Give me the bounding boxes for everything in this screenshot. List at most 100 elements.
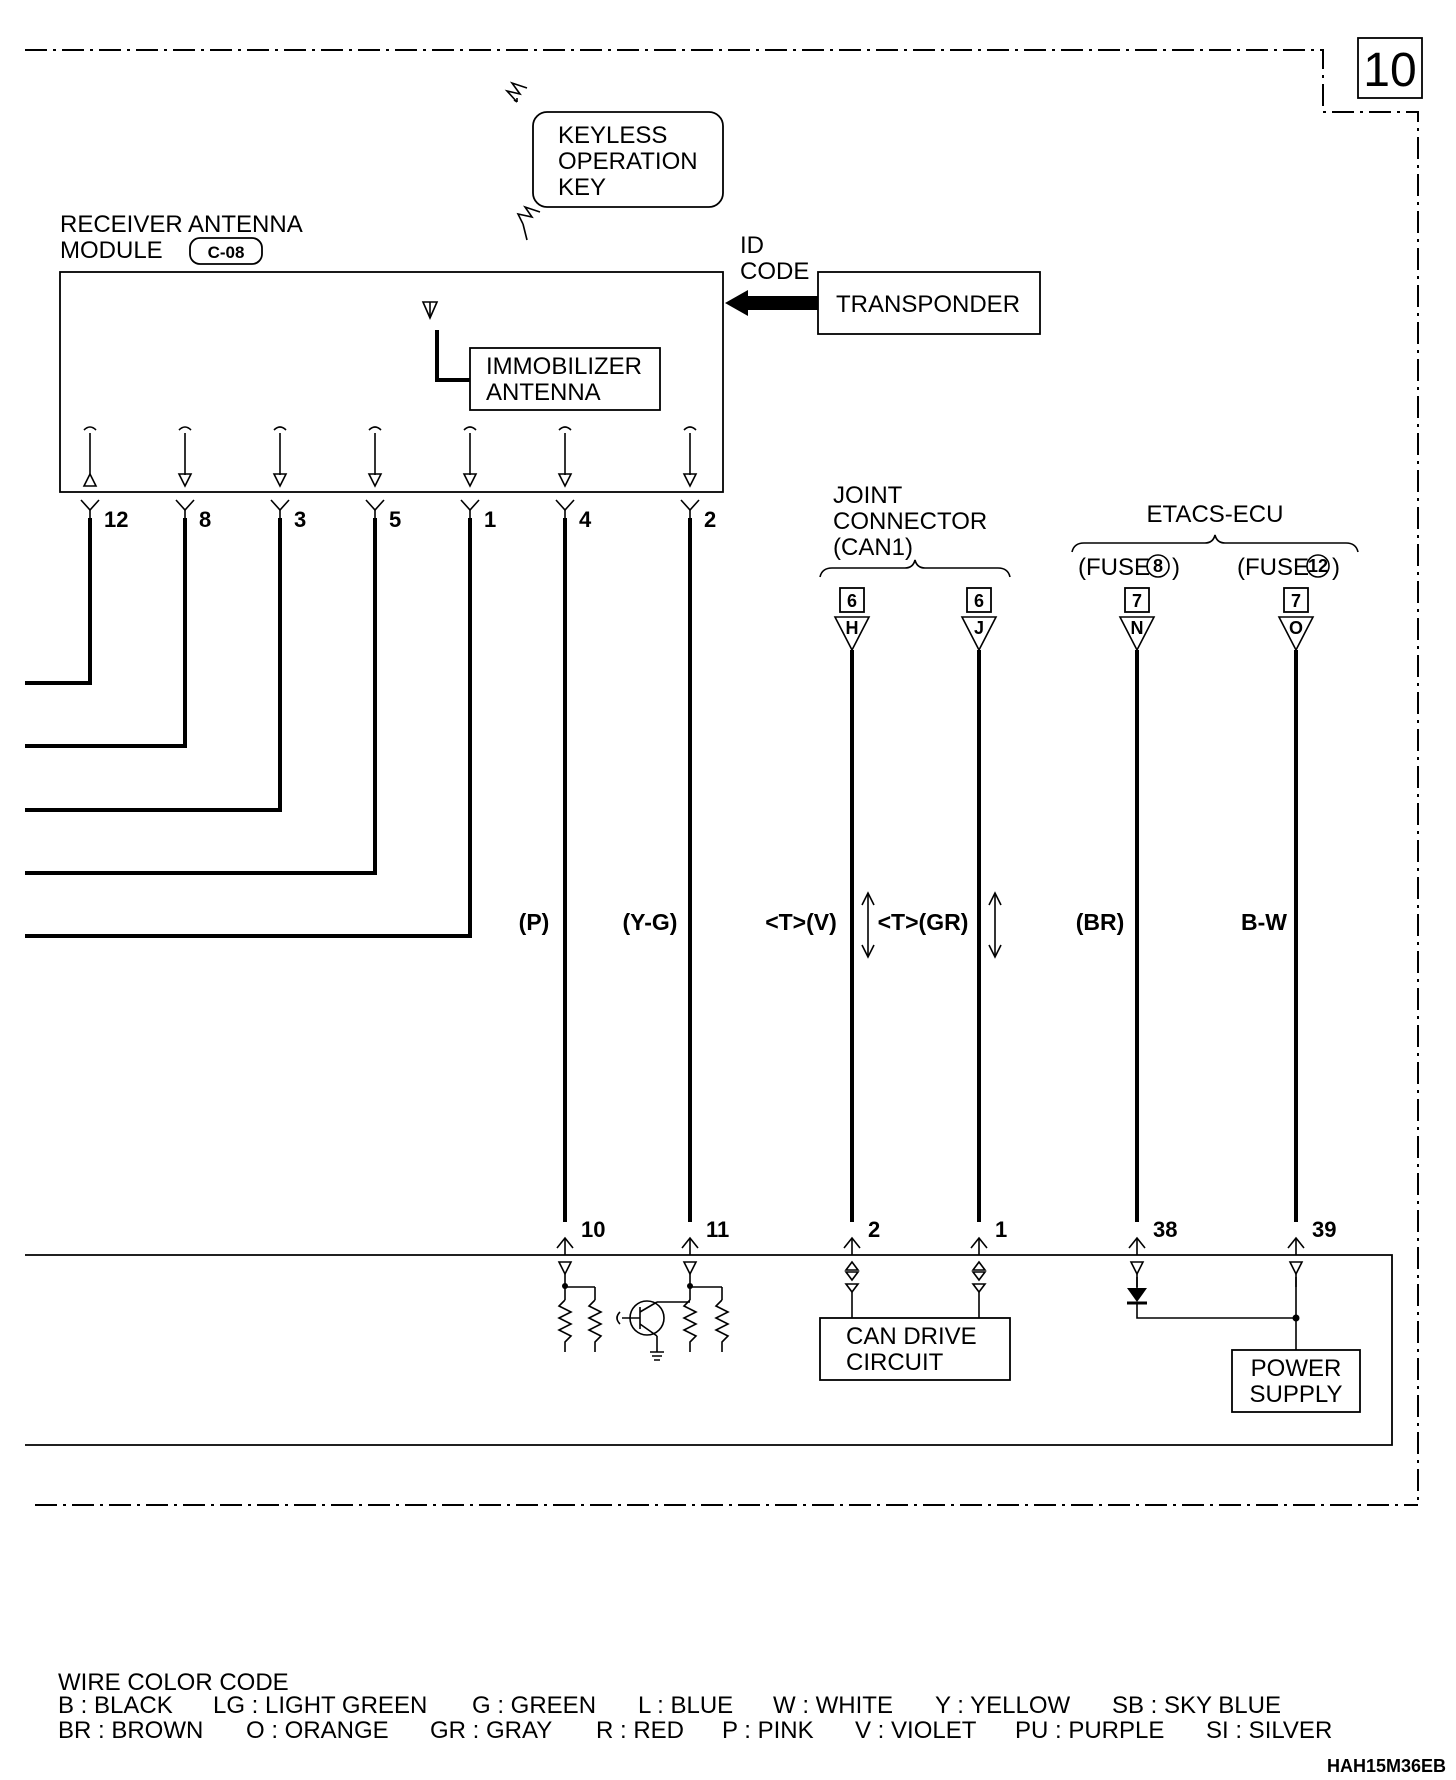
- resistor-icon: [587, 1299, 603, 1352]
- power-supply-line2: SUPPLY: [1250, 1381, 1343, 1408]
- pin-badge-number: 7: [1132, 591, 1142, 611]
- id-code-arrow: [725, 290, 818, 316]
- legend-entry: P : PINK: [722, 1717, 814, 1744]
- legend-entry: B : BLACK: [58, 1692, 173, 1719]
- ecu-pin: 2: [843, 1217, 880, 1300]
- keyless-key-box: [532, 111, 724, 208]
- receiver-terminal: 3: [270, 426, 306, 532]
- legend-entry: PU : PURPLE: [1015, 1717, 1164, 1744]
- keyless-key-line3: KEY: [558, 174, 606, 201]
- pin-badge-triangle: [1118, 616, 1156, 652]
- pin-badge-box: [966, 587, 992, 613]
- connector-badge: [189, 237, 263, 265]
- etacs-label: ETACS-ECU: [1147, 501, 1284, 528]
- pin-badge-joint-j: 6 J: [960, 587, 998, 652]
- wire-color-t-gr: <T>(GR): [878, 909, 969, 935]
- transponder-box: [817, 271, 1041, 335]
- receiver-pin-number: 8: [199, 507, 211, 532]
- joint-connector-line2: CONNECTOR: [833, 508, 987, 535]
- ecu-pin-number: 10: [581, 1217, 605, 1242]
- legend-entry: BR : BROWN: [58, 1717, 203, 1744]
- ecu-box: [25, 1254, 1393, 1446]
- receiver-terminal: 4: [555, 426, 592, 532]
- receiver-module-line1: RECEIVER ANTENNA: [60, 211, 303, 238]
- immobilizer-box: [469, 347, 661, 411]
- immobilizer-line2: ANTENNA: [486, 379, 601, 406]
- pin-badge-letter: H: [846, 618, 859, 638]
- fuse-number-1: 8: [1153, 556, 1163, 576]
- fuse-prefix-1: (FUSE: [1078, 554, 1150, 581]
- etacs-brace: [1071, 534, 1359, 553]
- fuse-circle-2: [1306, 554, 1330, 578]
- legend-entry: G : GREEN: [472, 1692, 596, 1719]
- wire-color-br: (BR): [1076, 909, 1125, 935]
- pin-badge-number: 6: [974, 591, 984, 611]
- immobilizer-line1: IMMOBILIZER: [486, 353, 642, 380]
- can-drive-line1: CAN DRIVE: [846, 1323, 977, 1350]
- transponder-label: TRANSPONDER: [836, 291, 1020, 318]
- receiver-terminal: 8: [175, 426, 211, 532]
- bidirectional-arrow-icon: [861, 891, 875, 959]
- antenna-icon: [421, 301, 470, 382]
- receiver-terminal: 12: [80, 426, 128, 532]
- wire-color-t-v: <T>(V): [765, 909, 837, 935]
- ecu-pin-number: 38: [1153, 1217, 1177, 1242]
- receiver-pin-number: 3: [294, 507, 306, 532]
- pin-badge-etacs-n: 7 N: [1118, 587, 1156, 652]
- vertical-wires: [563, 518, 1298, 1222]
- wire-color-y-g: (Y-G): [623, 909, 678, 935]
- legend-entry: R : RED: [596, 1717, 684, 1744]
- fuse-prefix-2: (FUSE: [1237, 554, 1309, 581]
- legend-row-2: BR : BROWN O : ORANGE GR : GRAY R : RED P : …: [58, 1717, 1332, 1744]
- pin-badge-joint-h: 6 H: [833, 587, 871, 652]
- pin-badge-letter: N: [1131, 618, 1144, 638]
- keyless-key-line2: OPERATION: [558, 148, 698, 175]
- wire-color-p: (P): [519, 909, 550, 935]
- receiver-pin-number: 5: [389, 507, 401, 532]
- id-code-line2: CODE: [740, 258, 809, 285]
- joint-connector-line3: (CAN1): [833, 534, 913, 561]
- keyless-key-line1: KEYLESS: [558, 122, 667, 149]
- wireless-signal-icon: [504, 81, 541, 241]
- legend-entry: Y : YELLOW: [935, 1692, 1071, 1719]
- resistor-icon: [714, 1299, 730, 1352]
- receiver-terminal: 5: [365, 426, 401, 532]
- pin-badge-etacs-o: 7 O: [1277, 587, 1315, 652]
- can-drive-line2: CIRCUIT: [846, 1349, 944, 1376]
- pin-badge-number: 6: [847, 591, 857, 611]
- pin-badge-letter: O: [1289, 618, 1303, 638]
- receiver-pin-number: 12: [104, 507, 128, 532]
- can-drive-box: [819, 1317, 1011, 1381]
- pin-badge-letter: J: [974, 618, 984, 638]
- ground-icon: [650, 1351, 664, 1361]
- page-number: 10: [1363, 44, 1416, 97]
- legend-entry: LG : LIGHT GREEN: [213, 1692, 427, 1719]
- legend-title: WIRE COLOR CODE: [58, 1669, 289, 1696]
- joint-connector-line1: JOINT: [833, 482, 903, 509]
- receiver-terminal: 2: [680, 426, 716, 532]
- legend-entry: GR : GRAY: [430, 1717, 552, 1744]
- receiver-pin-number: 4: [579, 507, 592, 532]
- connector-code: C-08: [208, 243, 245, 262]
- legend-entry: SB : SKY BLUE: [1112, 1692, 1281, 1719]
- bidirectional-arrow-icon: [988, 891, 1002, 959]
- id-code-line1: ID: [740, 232, 764, 259]
- ecu-pins: 10 11 2 1 38 39: [556, 1217, 1336, 1300]
- ecu-pin-number: 39: [1312, 1217, 1336, 1242]
- ecu-pin: 11: [681, 1217, 729, 1287]
- pin-badge-box: [1124, 587, 1150, 613]
- fuse-label-2: (FUSE 12 ): [1237, 554, 1340, 581]
- ecu-pin: 1: [970, 1217, 1007, 1300]
- legend-entry: O : ORANGE: [246, 1717, 389, 1744]
- ecu-pin: 38: [1128, 1217, 1177, 1287]
- resistor-icon: [557, 1299, 573, 1352]
- left-wires: [25, 518, 472, 938]
- page-number-box: [1357, 37, 1423, 99]
- pin-badge-box: [1283, 587, 1309, 613]
- receiver-pin-number: 2: [704, 507, 716, 532]
- fuse-circle-1: [1146, 554, 1170, 578]
- resistor-icon: [682, 1299, 698, 1352]
